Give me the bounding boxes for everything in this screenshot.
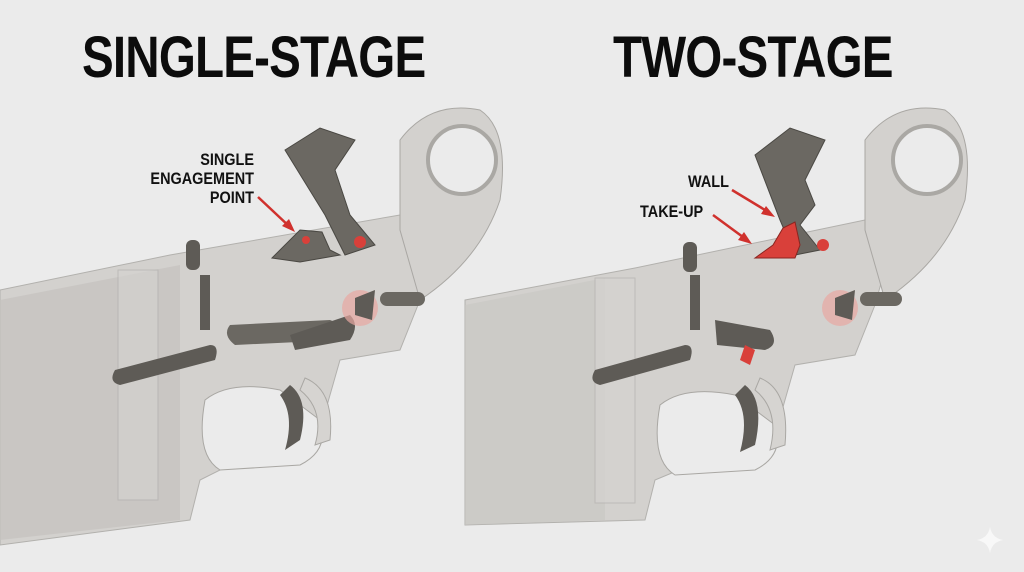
take-up-label: TAKE-UP [640, 202, 704, 221]
single-stage-illustration: SINGLE ENGAGEMENT POINT [0, 107, 503, 546]
wall-label: WALL [688, 172, 729, 191]
two-stage-illustration [455, 0, 1024, 572]
single-stage-title: SINGLE-STAGE [82, 25, 426, 90]
callout-line: ENGAGEMENT [150, 169, 254, 188]
two-stage-receiver-drawing [464, 107, 968, 526]
single-engagement-point-label: SINGLE ENGAGEMENT POINT [135, 150, 254, 207]
callout-line: POINT [209, 188, 254, 207]
single-stage-receiver-drawing [0, 107, 503, 546]
callout-line: SINGLE [200, 150, 254, 169]
two-stage-title: TWO-STAGE [613, 25, 894, 90]
